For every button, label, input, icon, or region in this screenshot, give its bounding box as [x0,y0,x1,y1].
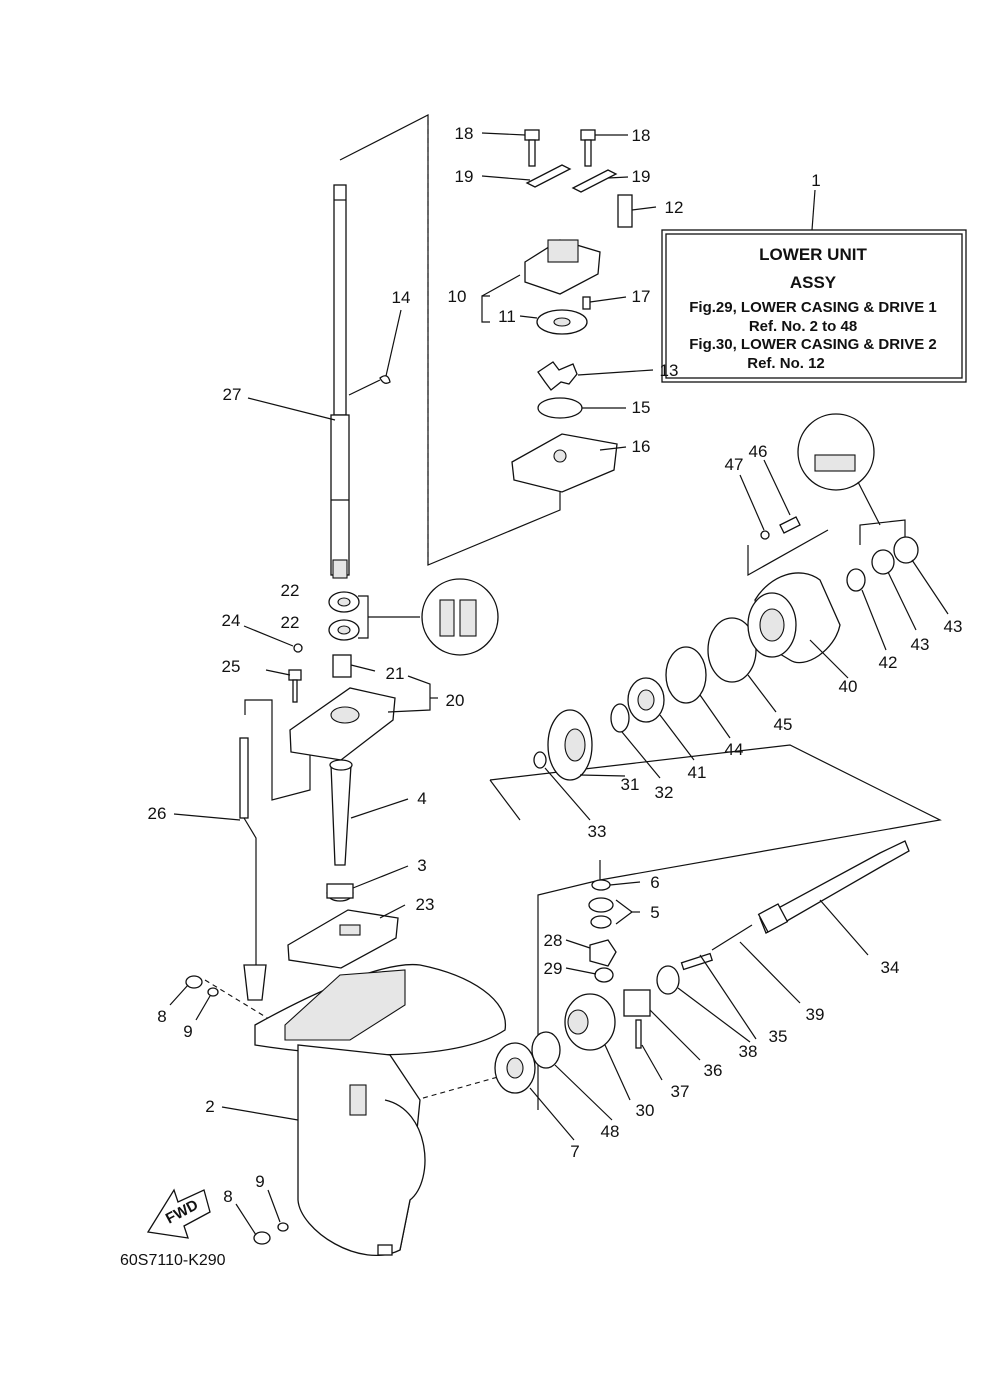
cap-detail-circle [797,413,881,526]
info-box-line2: ASSY [790,273,837,292]
callout-13: 13 [660,361,679,380]
callout-43: 43 [911,635,930,654]
callout-19b: 19 [632,167,651,186]
callout-11: 11 [498,307,516,326]
fwd-arrow: FWD [146,1188,211,1239]
callout-29: 29 [544,959,563,978]
callout-22: 22 [281,581,300,600]
forward-gear-parts [533,617,757,781]
callout-37: 37 [671,1082,690,1101]
cap-parts [747,516,919,664]
water-tube-parts [287,759,399,969]
callout-31: 31 [621,775,640,794]
callout-30: 30 [636,1101,655,1120]
water-pump-parts [511,129,633,493]
propeller-shaft-parts [494,840,910,1094]
callout-41: 41 [688,763,707,782]
bearing-detail-circle [421,578,499,656]
callout-20: 20 [446,691,465,710]
callout-21: 21 [386,664,405,683]
callout-18: 18 [455,124,474,143]
callout-40: 40 [839,677,858,696]
drive-shaft [330,184,391,579]
callout-48: 48 [601,1122,620,1141]
callout-7: 7 [570,1142,579,1161]
callout-38: 38 [739,1042,758,1061]
callout-8: 8 [157,1007,166,1026]
callout-3: 3 [417,856,426,875]
leader-lines [169,132,949,1236]
callout-4: 4 [417,789,426,808]
callout-10: 10 [448,287,467,306]
info-box-line3: Fig.29, LOWER CASING & DRIVE 1 [689,299,937,316]
callout-39: 39 [806,1005,825,1024]
callout-36: 36 [704,1061,723,1080]
callout-42: 42 [879,653,898,672]
info-box-line1: LOWER UNIT [759,245,867,264]
info-box: LOWER UNIT ASSY Fig.29, LOWER CASING & D… [661,189,967,383]
callout-24: 24 [222,611,241,630]
upper-bearings [288,591,420,761]
callout-22b: 22 [281,613,300,632]
callout-9b: 9 [255,1172,264,1191]
callout-14: 14 [392,288,411,307]
callout-35: 35 [769,1027,788,1046]
callout-12: 12 [665,198,684,217]
info-box-line4: Ref. No. 2 to 48 [749,318,857,335]
callout-15: 15 [632,398,651,417]
callout-32: 32 [655,783,674,802]
callout-47: 47 [725,455,744,474]
callout-44: 44 [725,740,744,759]
callout-6: 6 [650,873,659,892]
callout-1: 1 [811,171,820,190]
callout-19: 19 [455,167,474,186]
callout-45: 45 [774,715,793,734]
callout-16: 16 [632,437,651,456]
shift-rod [239,737,267,1001]
callout-23: 23 [416,895,435,914]
callout-28: 28 [544,931,563,950]
info-box-line6: Ref. No. 12 [747,355,825,372]
lower-casing [254,963,506,1256]
callout-26: 26 [148,804,167,823]
drawing-code: 60S7110-K290 [120,1252,226,1269]
callout-34: 34 [881,958,900,977]
callout-2: 2 [205,1097,214,1116]
info-box-line5: Fig.30, LOWER CASING & DRIVE 2 [689,336,937,353]
callout-labels: 1 2 3 4 5 6 7 8 8 9 9 10 11 12 13 14 15 … [148,124,963,1206]
callout-5: 5 [650,903,659,922]
callout-46: 46 [749,442,768,461]
callout-18b: 18 [632,126,651,145]
casing-fasteners [185,975,289,1245]
callout-43b: 43 [944,617,963,636]
callout-25: 25 [222,657,241,676]
callout-33: 33 [588,822,607,841]
callout-9: 9 [183,1022,192,1041]
callout-8b: 8 [223,1187,232,1206]
callout-27: 27 [223,385,242,404]
callout-17: 17 [632,287,651,306]
